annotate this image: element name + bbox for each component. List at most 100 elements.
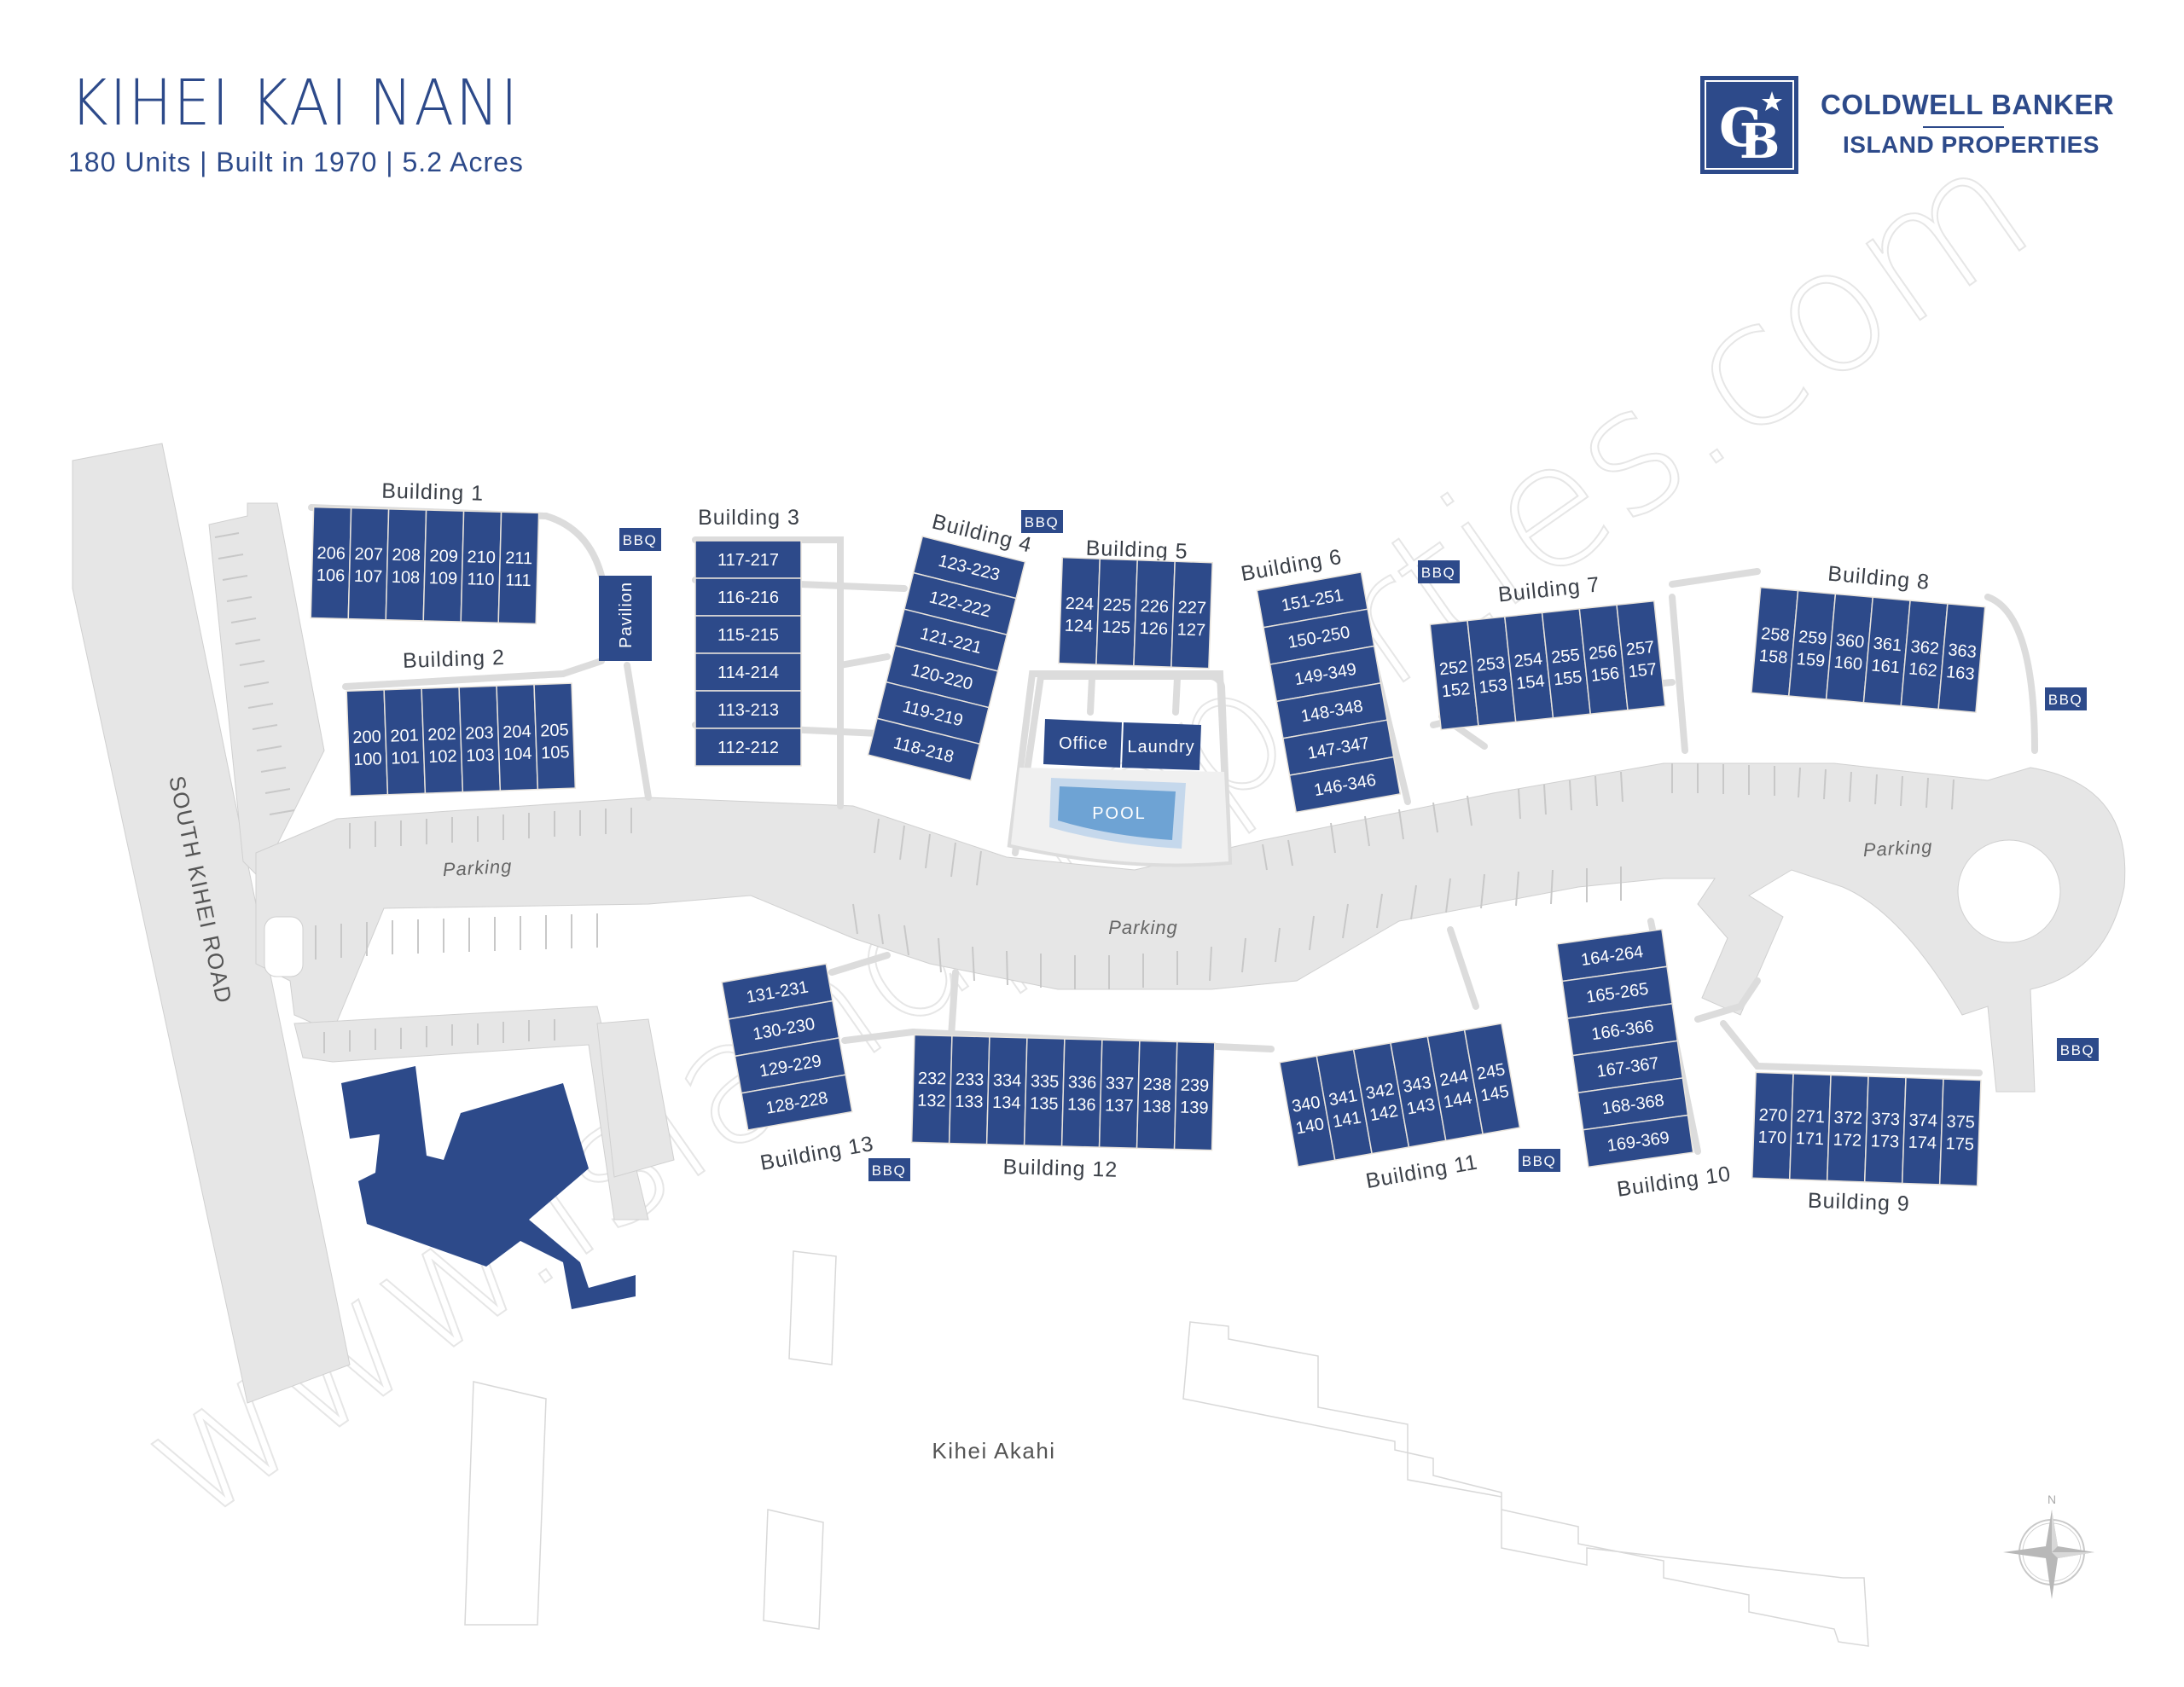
svg-text:138: 138	[1142, 1097, 1171, 1116]
svg-text:Building 10: Building 10	[1616, 1162, 1733, 1201]
svg-text:126: 126	[1139, 619, 1168, 639]
svg-text:258: 258	[1760, 624, 1790, 646]
svg-text:259: 259	[1798, 628, 1827, 649]
bbq-1[interactable]: BBQ	[619, 528, 661, 551]
neighbor-label: Kihei Akahi	[932, 1438, 1055, 1464]
property-stats: 180 Units | Built in 1970 | 5.2 Acres	[68, 147, 524, 177]
svg-text:170: 170	[1757, 1128, 1786, 1148]
svg-text:206: 206	[317, 544, 346, 564]
svg-text:202: 202	[427, 725, 456, 745]
svg-text:373: 373	[1871, 1110, 1900, 1129]
svg-text:109: 109	[429, 569, 458, 588]
svg-text:BBQ: BBQ	[1522, 1153, 1556, 1169]
svg-text:225: 225	[1102, 595, 1131, 615]
office-building[interactable]: Office	[1043, 719, 1122, 768]
svg-text:209: 209	[429, 547, 458, 566]
svg-text:103: 103	[466, 745, 495, 765]
svg-text:171: 171	[1795, 1129, 1824, 1149]
bbq-7[interactable]: BBQ	[868, 1158, 910, 1181]
svg-text:361: 361	[1873, 635, 1902, 656]
north-label: N	[2048, 1493, 2056, 1506]
adjacent-building	[341, 1066, 636, 1309]
bbq-5[interactable]: BBQ	[2057, 1038, 2099, 1061]
svg-text:254: 254	[1513, 650, 1543, 671]
svg-text:173: 173	[1870, 1132, 1899, 1151]
svg-text:256: 256	[1588, 642, 1618, 664]
svg-text:124: 124	[1064, 617, 1093, 636]
svg-text:139: 139	[1180, 1099, 1209, 1118]
svg-text:374: 374	[1908, 1111, 1937, 1131]
svg-text:232: 232	[918, 1070, 947, 1089]
office-label: Office	[1059, 734, 1108, 753]
svg-text:253: 253	[1476, 653, 1506, 675]
svg-text:106: 106	[317, 566, 346, 586]
svg-text:337: 337	[1106, 1074, 1135, 1093]
svg-text:335: 335	[1031, 1072, 1060, 1092]
bbq-6[interactable]: BBQ	[1519, 1149, 1560, 1172]
brand-subname: ISLAND PROPERTIES	[1843, 131, 2100, 158]
svg-text:162: 162	[1908, 659, 1937, 681]
svg-text:BBQ: BBQ	[1421, 565, 1455, 581]
svg-text:375: 375	[1946, 1112, 1975, 1132]
svg-text:125: 125	[1101, 617, 1130, 637]
cul-de-sac-island	[1957, 839, 2061, 943]
svg-text:127: 127	[1176, 620, 1205, 640]
bbq-3[interactable]: BBQ	[1418, 560, 1460, 583]
svg-text:238: 238	[1143, 1075, 1172, 1094]
svg-text:233: 233	[956, 1070, 985, 1090]
svg-text:155: 155	[1553, 668, 1583, 689]
svg-text:100: 100	[353, 750, 382, 769]
bbq-2[interactable]: BBQ	[1021, 510, 1063, 533]
coldwell-banker-logo: C B	[1700, 76, 1798, 174]
laundry-building[interactable]: Laundry	[1122, 722, 1201, 770]
svg-text:153: 153	[1478, 675, 1508, 697]
bbq-4[interactable]: BBQ	[2045, 687, 2087, 710]
svg-text:Building 11: Building 11	[1364, 1150, 1480, 1193]
svg-text:134: 134	[992, 1093, 1021, 1113]
svg-text:362: 362	[1910, 637, 1940, 658]
left-parking-strip	[208, 502, 325, 879]
parking-roadway	[255, 762, 2126, 1093]
svg-text:239: 239	[1181, 1076, 1210, 1096]
svg-text:132: 132	[917, 1092, 946, 1111]
svg-text:360: 360	[1835, 631, 1865, 652]
svg-text:204: 204	[502, 722, 531, 742]
svg-text:224: 224	[1065, 594, 1094, 614]
svg-text:136: 136	[1067, 1095, 1096, 1115]
pavilion[interactable]: Pavilion	[599, 576, 652, 661]
svg-text:363: 363	[1948, 641, 1978, 662]
svg-text:Building 2: Building 2	[403, 646, 506, 673]
svg-text:255: 255	[1550, 646, 1580, 667]
svg-text:200: 200	[352, 728, 381, 747]
svg-text:207: 207	[354, 545, 383, 565]
laundry-label: Laundry	[1127, 738, 1194, 757]
svg-text:336: 336	[1068, 1073, 1097, 1093]
svg-text:104: 104	[503, 745, 532, 764]
svg-text:Building 8: Building 8	[1827, 562, 1931, 594]
svg-text:114-214: 114-214	[717, 664, 779, 682]
svg-text:175: 175	[1945, 1134, 1974, 1154]
svg-text:157: 157	[1628, 660, 1658, 681]
parking-label-east: Parking	[1862, 836, 1933, 861]
pool	[1058, 786, 1176, 840]
svg-text:107: 107	[354, 567, 383, 587]
svg-text:Building 9: Building 9	[1808, 1189, 1911, 1216]
svg-text:270: 270	[1758, 1106, 1787, 1126]
svg-text:133: 133	[955, 1093, 984, 1112]
svg-text:113-213: 113-213	[717, 701, 779, 720]
svg-text:158: 158	[1758, 646, 1788, 668]
